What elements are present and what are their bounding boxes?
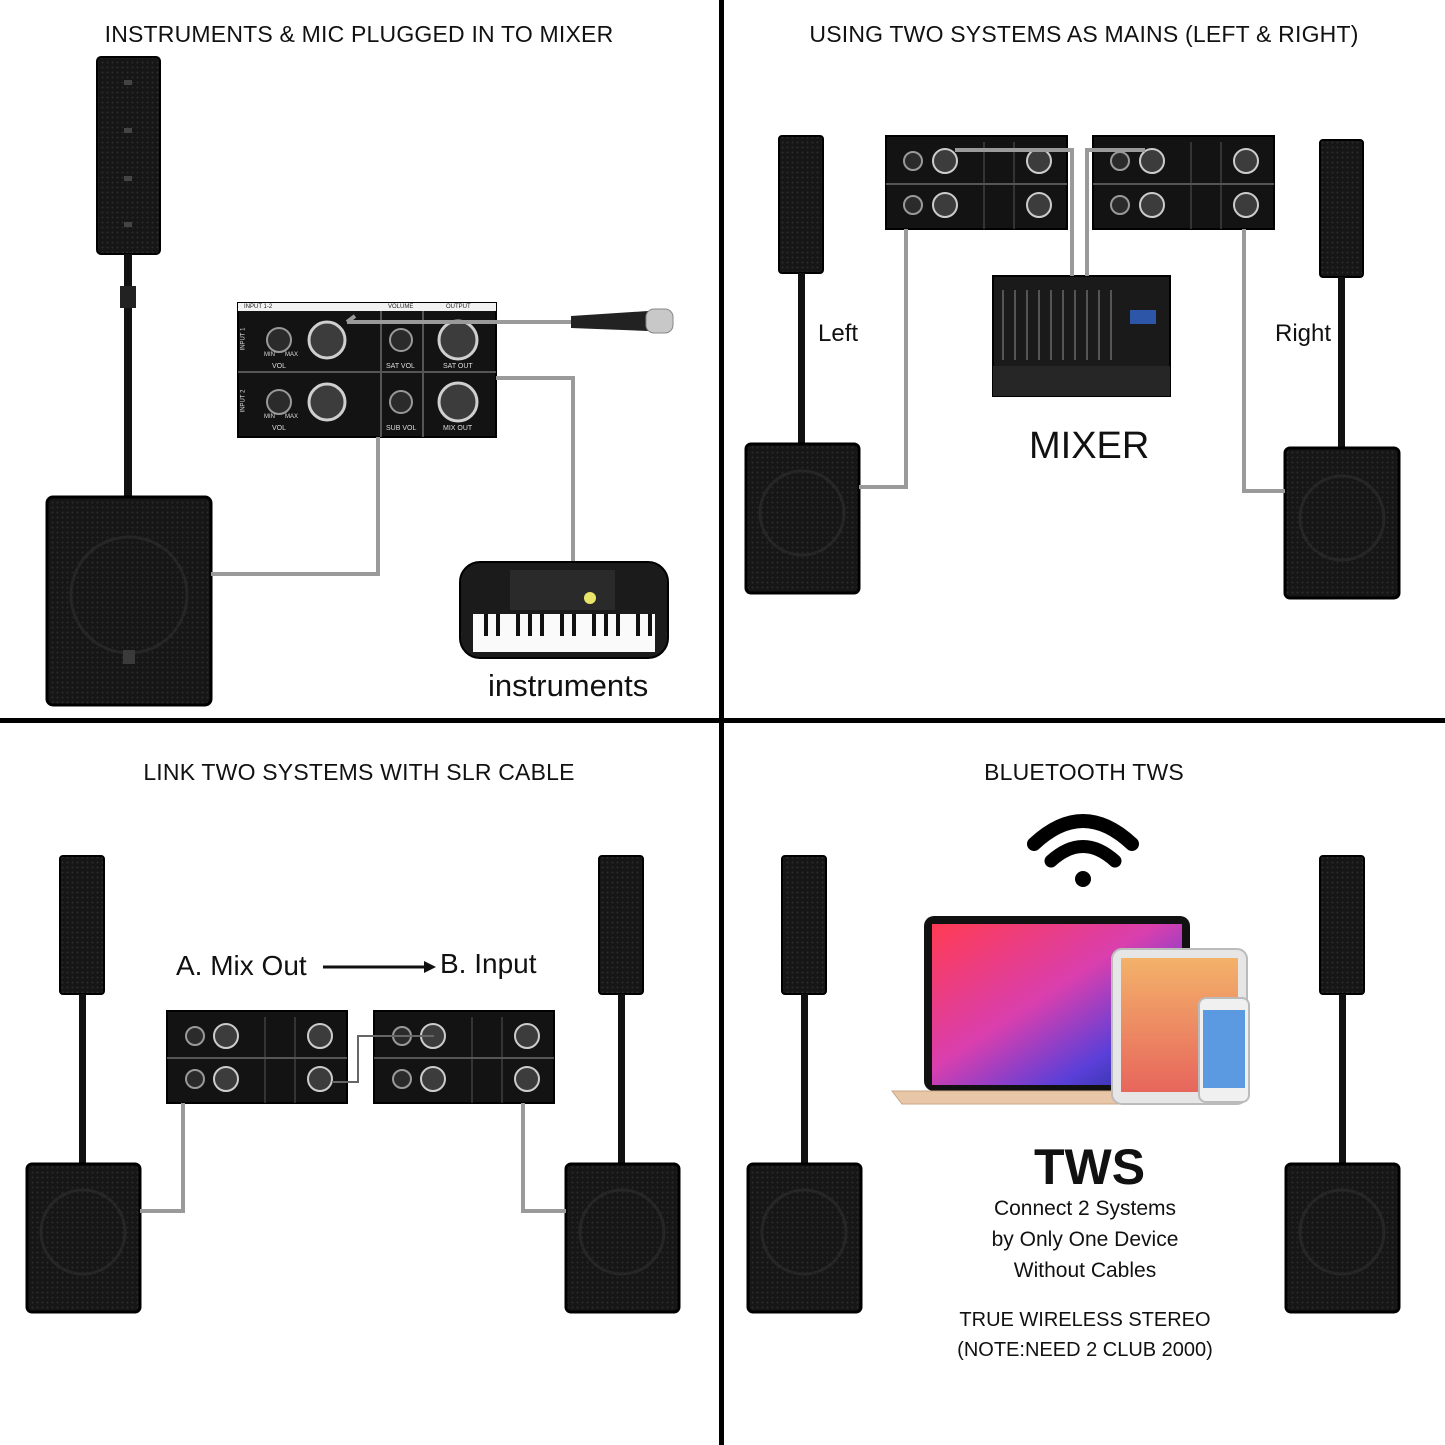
tr-left-speaker-system — [744, 135, 861, 595]
panel-label-mix-out: MIX OUT — [443, 425, 473, 432]
panel-label-sat-vol: SAT VOL — [386, 363, 415, 370]
tl-microphone — [571, 308, 674, 334]
tr-control-panels — [885, 135, 1275, 230]
tl-subwoofer — [45, 495, 213, 707]
bl-cables — [140, 1035, 566, 1213]
tl-title: INSTRUMENTS & MIC PLUGGED IN TO MIXER — [104, 21, 614, 47]
tl-control-panel — [237, 302, 497, 438]
instruments-label: instruments — [488, 668, 649, 703]
tl-cables — [211, 314, 575, 576]
bl-left-speaker-system — [25, 855, 142, 1314]
panel-label-sat-out: SAT OUT — [443, 363, 473, 370]
tws-stereo-line1: TRUE WIRELESS STEREO — [959, 1309, 1211, 1331]
tl-speaker-system — [45, 56, 213, 707]
br-left-speaker-system — [746, 855, 863, 1314]
br-title: BLUETOOTH TWS — [984, 759, 1184, 785]
tws-desc-line3: Without Cables — [1013, 1259, 1157, 1282]
bl-title: LINK TWO SYSTEMS WITH SLR CABLE — [143, 759, 575, 785]
bl-control-panels — [166, 1010, 555, 1104]
bl-right-speaker-system — [564, 855, 681, 1314]
tws-desc-line1: Connect 2 Systems — [993, 1197, 1177, 1220]
tr-right-speaker-system — [1283, 139, 1401, 600]
tr-title: USING TWO SYSTEMS AS MAINS (LEFT & RIGHT… — [809, 21, 1359, 47]
tr-cables — [859, 148, 1285, 493]
panel-label-max-2: MAX — [285, 414, 299, 420]
tws-label: TWS — [1034, 1139, 1146, 1195]
panel-label-min-2: MIN — [264, 414, 275, 420]
bl-link-arrow — [323, 961, 436, 973]
phone-icon — [1198, 997, 1250, 1103]
panel-label-input2: INPUT 2 — [240, 389, 247, 413]
left-label: Left — [818, 320, 859, 347]
horizontal-divider — [0, 718, 1445, 723]
panel-label-max-1: MAX — [285, 352, 299, 358]
panel-label-input1: INPUT 1 — [240, 327, 247, 351]
mix-out-label: A. Mix Out — [176, 950, 307, 981]
panel-label-sub-vol: SUB VOL — [386, 425, 417, 432]
tl-keyboard — [459, 561, 669, 659]
tl-speaker-pole — [124, 254, 132, 497]
tl-keyboard-keys — [484, 614, 652, 636]
mixer-label: MIXER — [1029, 425, 1150, 467]
panel-label-vol-2: VOL — [272, 425, 287, 432]
panel-label-output: OUTPUT — [446, 304, 471, 310]
panel-label-min-1: MIN — [264, 352, 275, 358]
tws-stereo-line2: (NOTE:NEED 2 CLUB 2000) — [957, 1339, 1213, 1361]
input-label: B. Input — [440, 948, 537, 979]
panel-label-vol-1: VOL — [272, 363, 287, 370]
tr-mixer-console — [992, 275, 1171, 397]
br-right-speaker-system — [1284, 855, 1401, 1314]
right-label: Right — [1275, 320, 1332, 347]
panel-label-volume: VOLUME — [388, 304, 414, 310]
wifi-icon — [1027, 814, 1139, 887]
tws-desc-line2: by Only One Device — [991, 1228, 1179, 1251]
panel-label-input12: INPUT 1-2 — [244, 304, 273, 310]
